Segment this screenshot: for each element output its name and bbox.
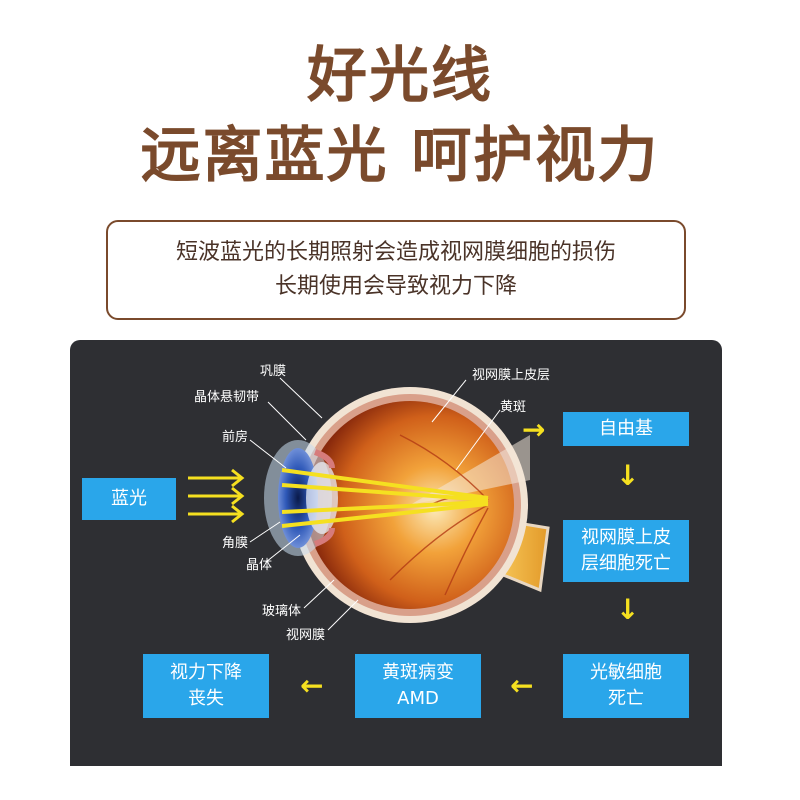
eye-illustration (188, 377, 550, 631)
headline-line-2: 远离蓝光 呵护视力 (140, 121, 660, 191)
box-rpe-death-line2: 层细胞死亡 (581, 553, 671, 574)
label-rpe: 视网膜上皮层 (472, 368, 551, 383)
arrow-left-1: ← (510, 669, 534, 702)
label-lens: 晶体 (246, 558, 273, 573)
label-macula: 黄斑 (500, 400, 527, 415)
label-sclera: 巩膜 (260, 364, 287, 379)
arrow-down-1: ↓ (616, 459, 640, 492)
box-photoreceptor-line2: 死亡 (608, 688, 644, 709)
box-blue-light-text: 蓝光 (111, 488, 147, 509)
box-vision-loss: 视力下降 丧失 (143, 654, 269, 718)
label-vitreous: 玻璃体 (262, 604, 302, 619)
headline-line-1: 好光线 (307, 41, 493, 111)
box-free-radical-text: 自由基 (599, 418, 653, 439)
box-rpe-death-line1: 视网膜上皮 (581, 527, 671, 548)
description-box: 短波蓝光的长期照射会造成视网膜细胞的损伤 长期使用会导致视力下降 (106, 220, 686, 320)
box-photoreceptor-line1: 光敏细胞 (590, 662, 662, 683)
box-amd-line2: AMD (397, 688, 439, 709)
label-cornea: 角膜 (222, 536, 249, 551)
box-vision-loss-line1: 视力下降 (170, 662, 242, 683)
box-free-radical: 自由基 (563, 412, 689, 446)
box-vision-loss-line2: 丧失 (188, 688, 224, 709)
box-rpe-death: 视网膜上皮 层细胞死亡 (563, 520, 689, 582)
box-amd: 黄斑病变 AMD (355, 654, 481, 718)
lens (306, 462, 338, 534)
eye-diagram-panel: 巩膜 晶体悬韧带 前房 角膜 晶体 玻璃体 视网膜 视网膜上皮层 黄斑 蓝光 →… (70, 340, 722, 766)
box-blue-light: 蓝光 (82, 478, 176, 520)
box-photoreceptor-death: 光敏细胞 死亡 (563, 654, 689, 718)
label-zonule: 晶体悬韧带 (194, 390, 260, 405)
arrow-left-2: ← (300, 669, 324, 702)
box-amd-line1: 黄斑病变 (382, 662, 454, 683)
arrow-down-2: ↓ (616, 593, 640, 626)
description-line-2: 长期使用会导致视力下降 (274, 274, 517, 299)
arrow-to-free-radical: → (522, 413, 546, 446)
label-retina: 视网膜 (286, 628, 326, 643)
label-anterior-chamber: 前房 (222, 430, 249, 445)
light-rays (281, 468, 489, 528)
description-line-1: 短波蓝光的长期照射会造成视网膜细胞的损伤 (175, 240, 616, 265)
